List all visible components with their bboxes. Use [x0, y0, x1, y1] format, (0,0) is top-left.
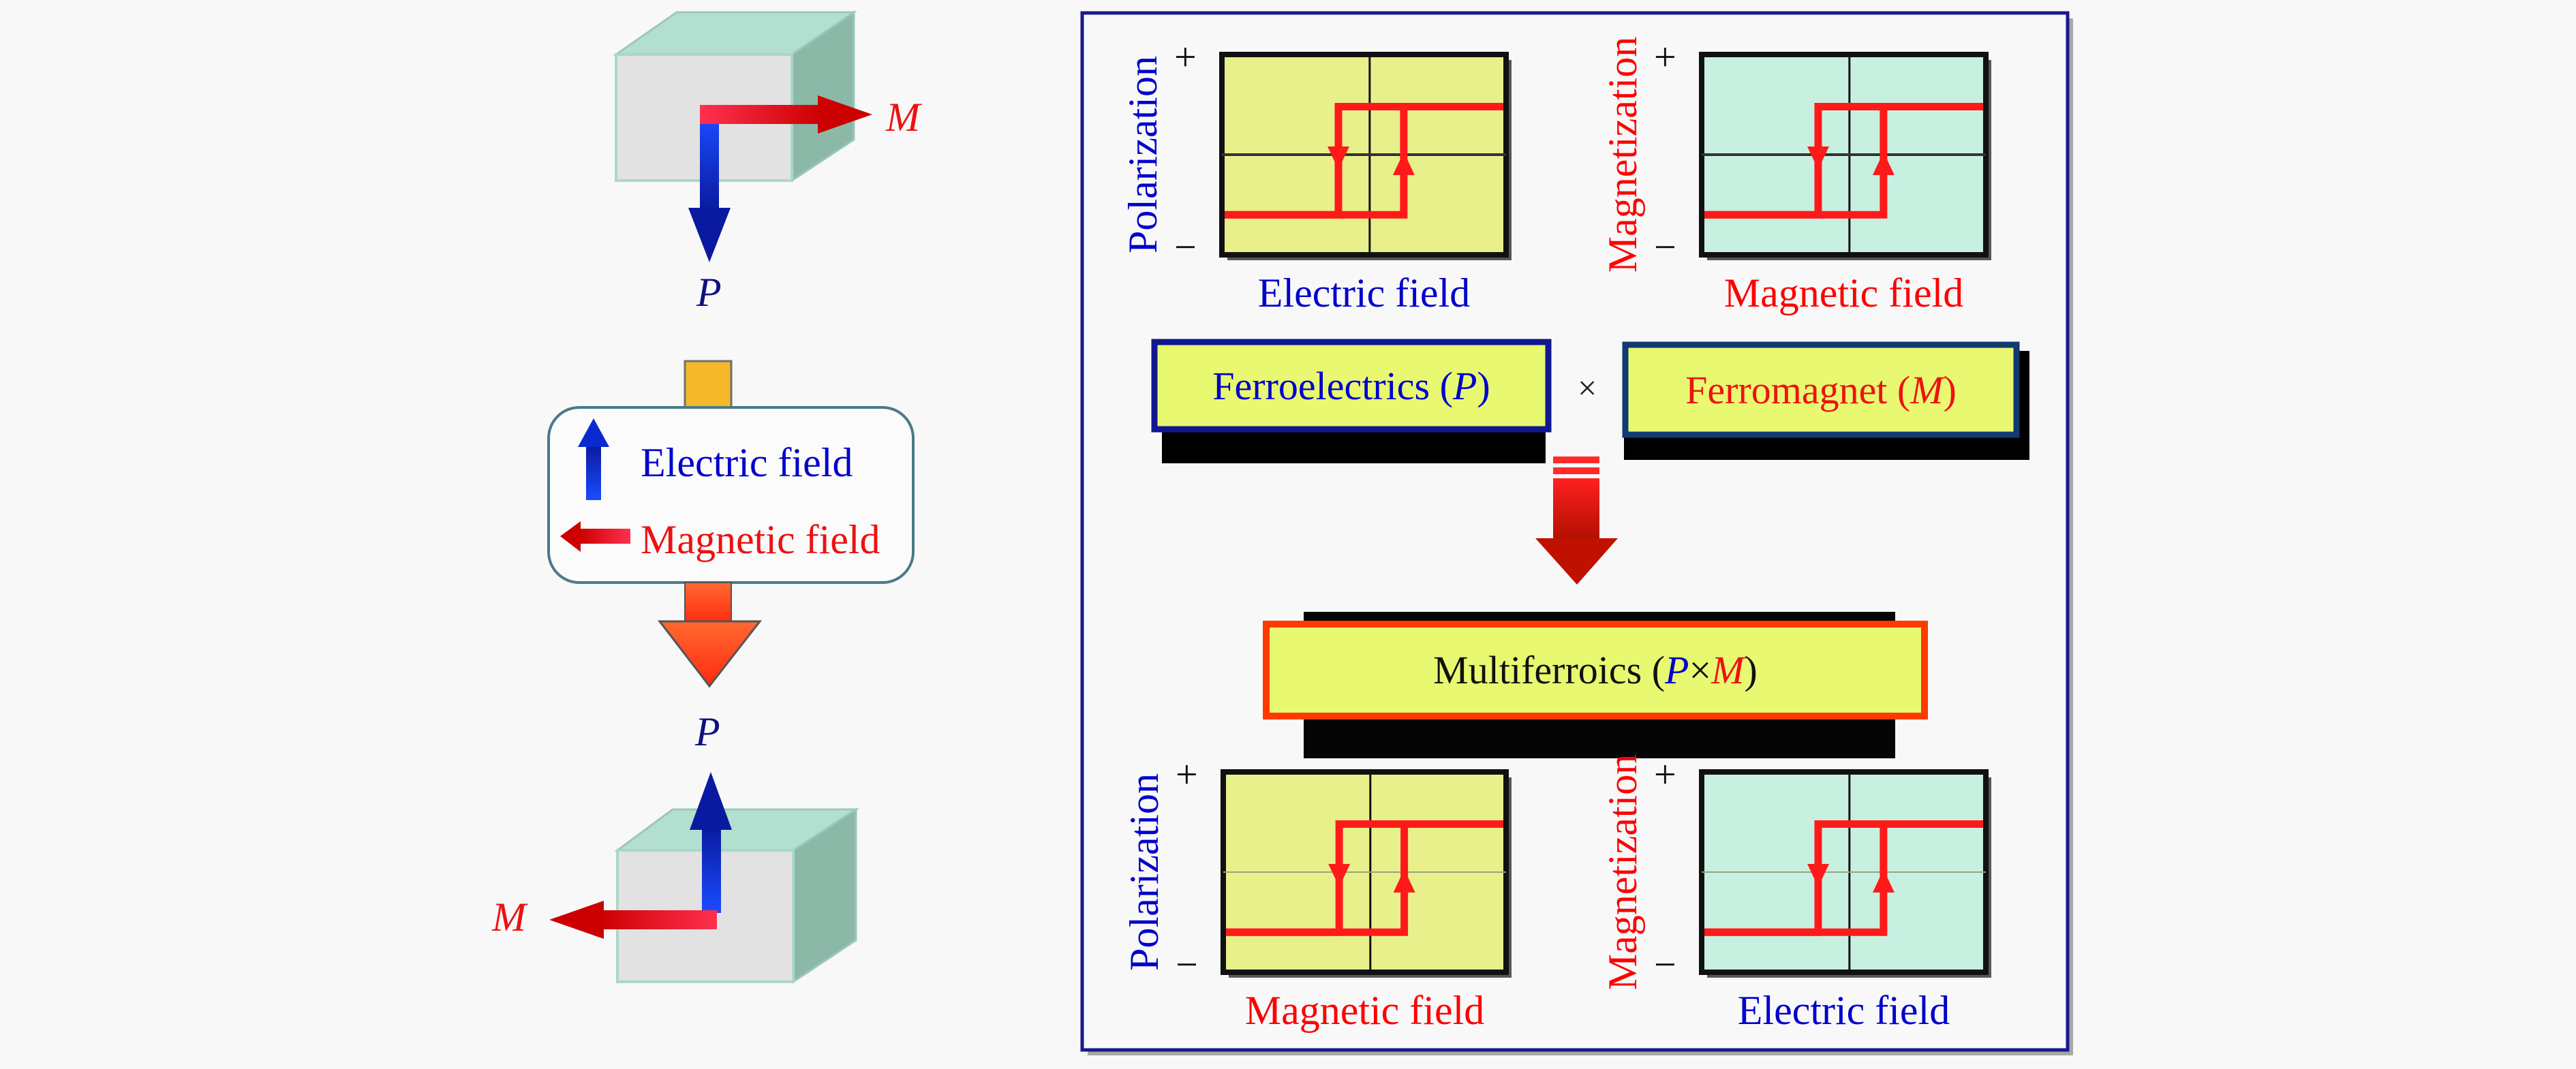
m-arrow-left: [549, 901, 717, 939]
y-axis-plus-label: +: [1654, 752, 1676, 796]
x-axis-label: Magnetic field: [1244, 988, 1485, 1033]
combine-arrow-down: [1535, 456, 1618, 585]
y-axis-label: Polarization: [1120, 56, 1165, 253]
down-arrowhead-icon: [1328, 864, 1351, 887]
ferroelectrics-text: Ferroelectrics (: [1212, 363, 1453, 408]
multiferroics-label: Multiferroics (P×M): [1266, 624, 1925, 716]
m-arrow-right: [700, 95, 872, 134]
up-arrowhead-icon: [1393, 869, 1415, 893]
y-axis-label: Magnetization: [1600, 754, 1645, 991]
down-arrowhead-icon: [1807, 146, 1829, 170]
multiferroics-m: M: [1711, 648, 1745, 692]
y-axis-minus-label: −: [1654, 942, 1676, 987]
up-arrowhead-icon: [1872, 152, 1895, 175]
ferromagnet-text: Ferromagnet (: [1685, 367, 1911, 412]
multiferroics-p: P: [1665, 648, 1689, 692]
transition-arrow-down: [657, 582, 763, 688]
bottom-m-label: M: [492, 895, 526, 940]
p-arrow-up: [690, 772, 732, 913]
x-axis-label: Electric field: [1737, 988, 1950, 1033]
legend-electric-field: Electric field: [641, 440, 853, 485]
y-axis-plus-label: +: [1174, 35, 1197, 79]
y-axis-minus-label: −: [1176, 942, 1198, 987]
bottom-p-label: P: [695, 709, 720, 754]
magnetic-field-arrow-icon: [560, 521, 630, 552]
ferromagnet-box: [1622, 341, 2020, 438]
y-axis-plus-label: +: [1654, 35, 1676, 79]
multiferroics-text: Multiferroics (: [1433, 648, 1666, 692]
down-arrowhead-icon: [1327, 146, 1349, 170]
top-m-label: M: [886, 95, 920, 140]
up-arrowhead-icon: [1872, 869, 1895, 893]
multiferroics-times: ×: [1689, 648, 1712, 692]
multiferroics-box: [1263, 621, 1928, 719]
ferroelectrics-box: [1151, 339, 1552, 433]
electric-field-arrow-icon: [578, 418, 609, 500]
y-axis-label: Magnetization: [1600, 36, 1645, 273]
x-axis-label: Electric field: [1257, 270, 1471, 315]
ferromagnet-close: ): [1943, 367, 1957, 412]
hysteresis-plots: [1219, 52, 1991, 978]
ferromagnet-label: Ferromagnet (M): [1625, 345, 2017, 435]
times-sign: ×: [1578, 369, 1597, 407]
x-axis-label: Magnetic field: [1723, 270, 1964, 315]
connector-square: [684, 360, 733, 410]
ferromagnet-symbol: M: [1910, 367, 1944, 412]
up-arrowhead-icon: [1392, 152, 1415, 175]
legend-magnetic-field: Magnetic field: [641, 517, 880, 562]
bottom-cube: [614, 807, 860, 984]
ferroelectrics-label: Ferroelectrics (P): [1154, 342, 1548, 429]
ferroelectrics-symbol: P: [1452, 363, 1477, 408]
ferroelectrics-close: ): [1477, 363, 1490, 408]
top-p-label: P: [696, 270, 722, 315]
multiferroics-close: ): [1744, 648, 1758, 692]
y-axis-label: Polarization: [1122, 773, 1167, 971]
y-axis-minus-label: −: [1174, 225, 1197, 269]
y-axis-plus-label: +: [1176, 752, 1198, 796]
down-arrowhead-icon: [1807, 864, 1829, 887]
p-arrow-down: [688, 114, 731, 262]
y-axis-minus-label: −: [1654, 225, 1676, 269]
top-cube: [613, 10, 857, 183]
